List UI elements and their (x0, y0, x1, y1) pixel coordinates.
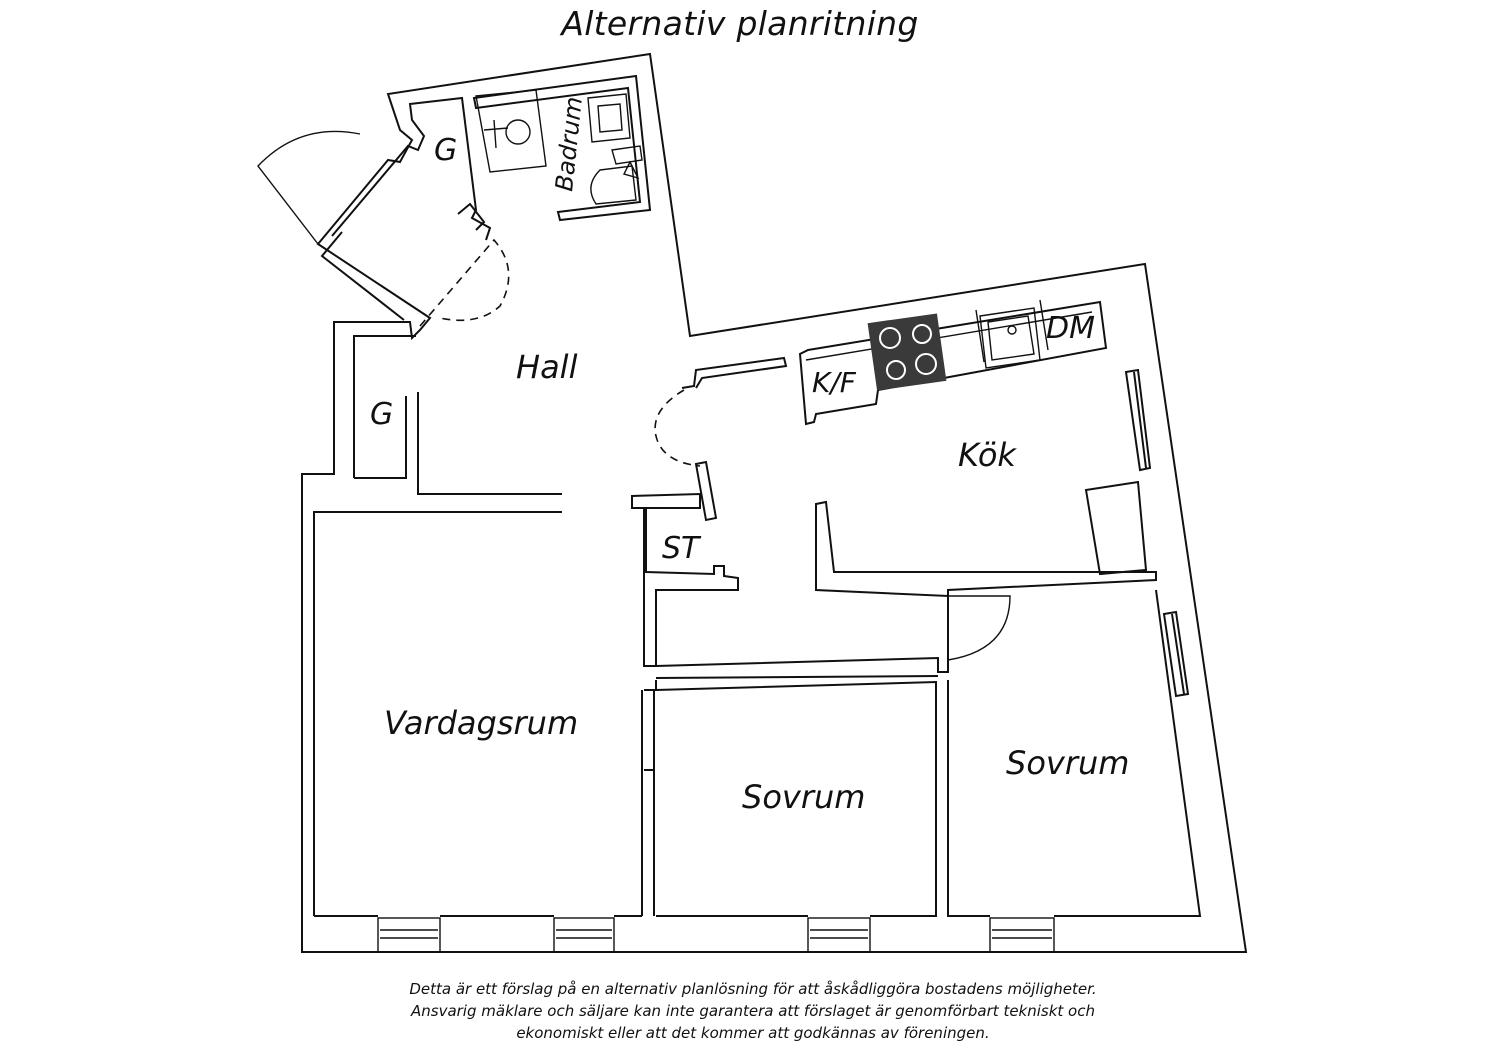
entry-door-jamb (457, 202, 486, 231)
stove-icon (867, 313, 947, 391)
living-room-wall-right (641, 689, 655, 916)
kitchen-window (1124, 368, 1152, 472)
kitchen-counter (798, 300, 1108, 426)
kitchen-door-dashed (654, 389, 701, 467)
window-bottom-1 (377, 917, 441, 953)
window-bottom-4 (989, 917, 1055, 953)
shower-tap-icon (483, 119, 509, 149)
sink-icon (587, 93, 631, 143)
shower-box (475, 89, 547, 173)
label-sovrum-right: Sovrum (1006, 744, 1129, 782)
st-wall (694, 460, 718, 522)
entry-walls (320, 96, 492, 321)
corridor-walls (644, 592, 949, 691)
label-hall: Hall (516, 348, 578, 386)
disclaimer-line: Ansvarig mäklare och säljare kan inte ga… (410, 1002, 1095, 1020)
inner-wall-hall-closet (417, 392, 562, 495)
label-sovrum-middle: Sovrum (742, 778, 865, 816)
bathtub-icon (590, 165, 637, 205)
hall-right-wall (681, 356, 788, 389)
counter-inner (805, 299, 1093, 363)
entry-door-swing (257, 130, 361, 245)
kitchen-wall-bottom (815, 500, 1157, 598)
bedroom-door-swing (947, 595, 1011, 661)
label-g-left: G (370, 397, 393, 432)
disclaimer-line: Detta är ett förslag på en alternativ pl… (409, 980, 1097, 998)
shower-drain-icon (505, 119, 531, 145)
label-st: ST (662, 531, 702, 566)
st-closet (631, 492, 739, 667)
disclaimer: Detta är ett förslag på en alternativ pl… (300, 978, 1206, 1044)
bathroom-walls (472, 74, 652, 222)
kitchen-cabinet (1084, 480, 1148, 576)
bedroom-window-right (1162, 610, 1190, 698)
label-dm: DM (1046, 311, 1095, 346)
label-vardagsrum: Vardagsrum (384, 704, 578, 742)
burner-icon (915, 353, 937, 375)
burner-icon (912, 324, 932, 344)
burner-icon (886, 360, 906, 380)
inner-wall-bottom-left (313, 511, 642, 917)
disclaimer-line: ekonomiskt eller att det kommer att godk… (516, 1024, 990, 1042)
window-bottom-2 (553, 917, 615, 953)
label-kf: K/F (812, 366, 857, 399)
right-bedroom-walls (947, 589, 1202, 917)
inner-wall-hall-left (353, 335, 416, 479)
label-g-top: G (434, 133, 457, 168)
window-bottom-3 (807, 917, 871, 953)
burner-icon (879, 327, 901, 349)
toilet-icon (611, 145, 643, 180)
outer-wall (301, 52, 1248, 953)
label-badrum: Badrum (550, 95, 588, 192)
kitchen-sink-icon (979, 307, 1041, 369)
middle-bedroom-walls (655, 680, 937, 917)
plan-title: Alternativ planritning (561, 4, 919, 43)
hall-door-dashed (419, 238, 510, 327)
sink-drain-icon (1007, 325, 1017, 335)
label-kok: Kök (958, 436, 1017, 474)
